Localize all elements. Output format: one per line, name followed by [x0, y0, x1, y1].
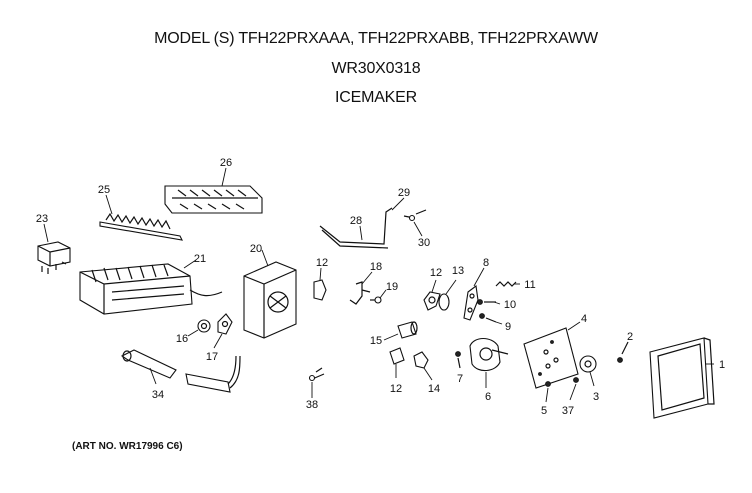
wire-harness-drawing: [185, 355, 241, 393]
callout-3: 3: [593, 391, 599, 403]
callout-2: 2: [627, 331, 633, 343]
model-line: MODEL (S) TFH22PRXAAA, TFH22PRXABB, TFH2…: [154, 30, 598, 47]
part-12c-drawing: [389, 347, 405, 365]
part-21-drawing: [79, 263, 223, 315]
part-23-drawing: [37, 241, 71, 274]
part-10-drawing: [477, 299, 496, 305]
part-34-drawing: [120, 349, 177, 379]
callout-4: 4: [581, 313, 587, 325]
callout-21: 21: [194, 253, 206, 265]
part-6-drawing: [469, 337, 509, 372]
callout-38: 38: [306, 399, 318, 411]
part-17-drawing: [217, 313, 233, 335]
callout-37: 37: [562, 405, 574, 417]
callout-16: 16: [176, 333, 188, 345]
callout-12-lower: 12: [390, 383, 402, 395]
part-26-drawing: [164, 185, 263, 214]
part-1-drawing: [649, 337, 715, 419]
part-11-drawing: [495, 281, 517, 287]
part-16-drawing: [197, 319, 211, 333]
callout-11: 11: [524, 279, 535, 291]
part-28-29-30-drawing: [319, 207, 427, 249]
part-2-drawing: [617, 341, 629, 363]
part-14-drawing: [413, 351, 429, 369]
callout-8: 8: [483, 257, 489, 269]
callout-9: 9: [505, 321, 511, 333]
part-18-drawing: [349, 281, 371, 305]
callout-14: 14: [428, 383, 440, 395]
callout-26: 26: [220, 157, 232, 169]
part-25-drawing: [99, 212, 183, 241]
part-3-drawing: [579, 355, 597, 373]
callout-10: 10: [504, 299, 516, 311]
callout-7: 7: [457, 373, 463, 385]
part-37-drawing: [573, 377, 579, 383]
part-8-drawing: [463, 285, 479, 321]
callout-12-top: 12: [316, 257, 328, 269]
section-title: ICEMAKER: [335, 89, 417, 106]
art-number: (ART NO. WR17996 C6): [72, 441, 183, 452]
callout-30: 30: [418, 237, 430, 249]
callout-1: 1: [719, 359, 725, 371]
callout-5: 5: [541, 405, 547, 417]
part-5-drawing: [545, 381, 551, 387]
callout-28: 28: [350, 215, 362, 227]
part-9-drawing: [479, 313, 497, 323]
callout-25: 25: [98, 184, 110, 196]
part-4-drawing: [523, 327, 579, 389]
callout-12-gear: 12: [430, 267, 442, 279]
callout-19: 19: [386, 281, 398, 293]
part-7-drawing: [455, 351, 461, 369]
part-20-drawing: [243, 261, 297, 339]
part-19-drawing: [370, 296, 382, 304]
part-12a-drawing: [313, 279, 327, 301]
callout-15: 15: [370, 335, 382, 347]
part-38-drawing: [308, 367, 325, 382]
part-12b-drawing: [423, 291, 441, 311]
kit-number: WR30X0318: [331, 60, 421, 77]
callout-20: 20: [250, 243, 262, 255]
callout-29: 29: [398, 187, 410, 199]
callout-17: 17: [206, 351, 218, 363]
callout-23: 23: [36, 213, 48, 225]
callout-6: 6: [485, 391, 491, 403]
callout-18: 18: [370, 261, 382, 273]
callout-34: 34: [152, 389, 164, 401]
callout-13: 13: [452, 265, 464, 277]
part-15-drawing: [397, 321, 418, 339]
part-13-drawing: [438, 293, 450, 311]
